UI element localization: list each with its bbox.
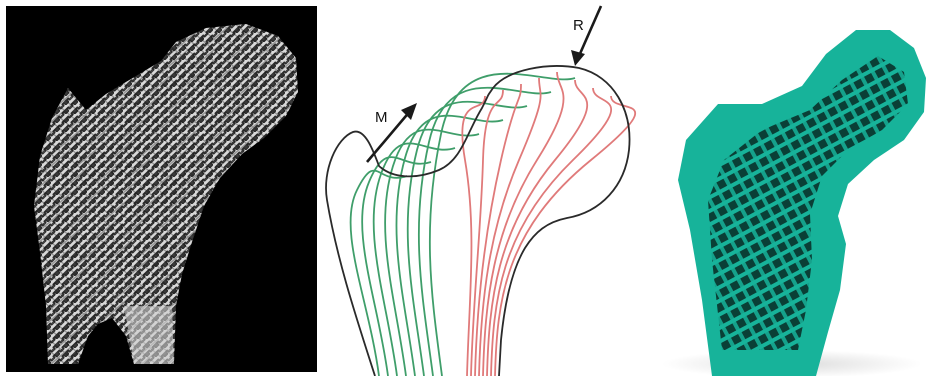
stress-trajectory-diagram: M R: [317, 0, 642, 376]
tension-line: [374, 143, 455, 376]
lattice-render-panel: [642, 0, 936, 376]
compression-line: [495, 96, 635, 376]
force-label-r: R: [573, 17, 584, 34]
bone-micrograph-image: [6, 6, 317, 372]
stress-trajectory-panel: M R: [317, 0, 642, 376]
bone-micrograph-panel: [6, 6, 317, 372]
tension-line: [385, 130, 479, 376]
lattice-femur-render: [642, 0, 936, 376]
tension-line: [396, 116, 503, 376]
force-label-m: M: [375, 109, 388, 126]
force-arrow-r: [571, 6, 601, 66]
